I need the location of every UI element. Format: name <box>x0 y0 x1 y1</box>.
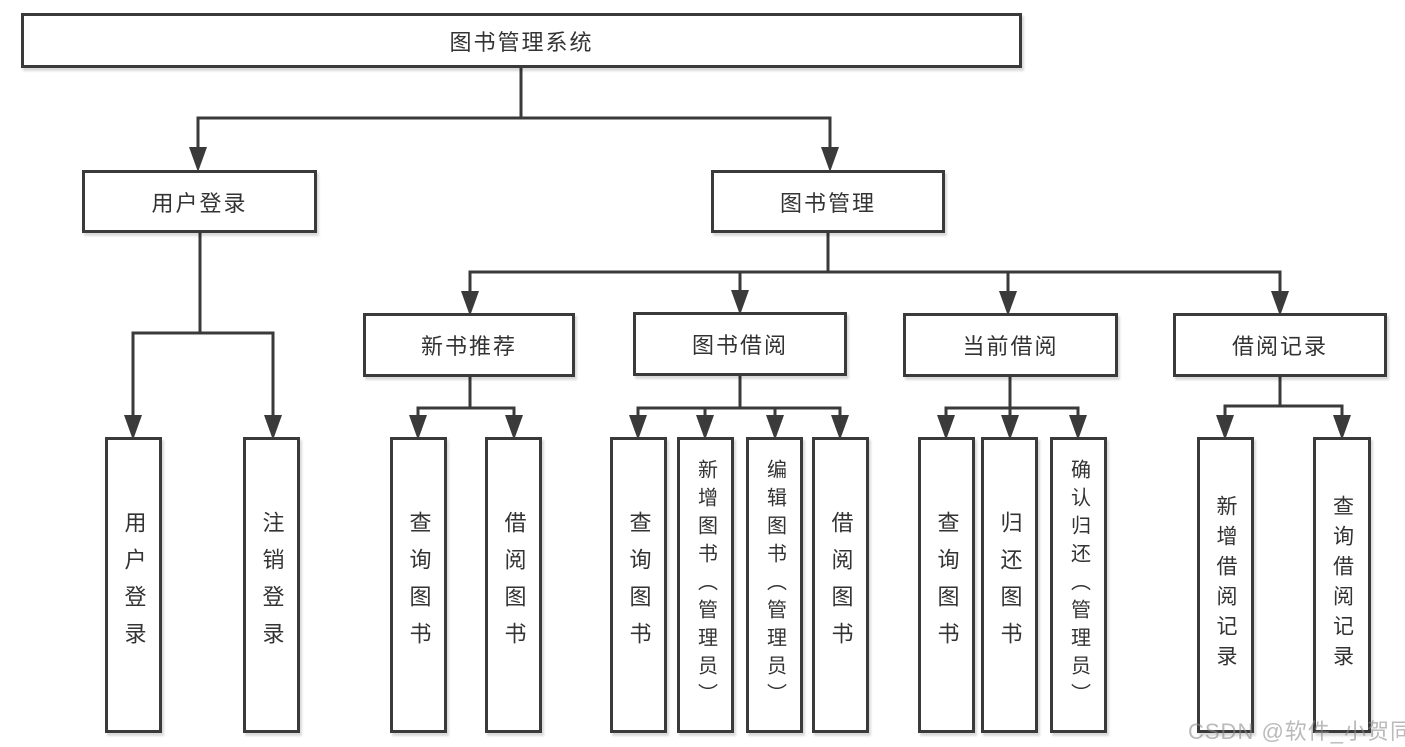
leaf-return-book: 归还图书 <box>981 437 1038 733</box>
node-book-borrowing: 图书借阅 <box>633 312 847 376</box>
leaf-label: 借阅图书 <box>501 511 527 659</box>
connector-line-group <box>131 68 1344 418</box>
arrowhead-icon <box>264 415 282 440</box>
csdn-watermark: CSDN @软件_小贺同学 <box>1188 719 1405 744</box>
leaf-label: 编辑图书（管理员） <box>763 459 786 711</box>
arrowhead-icon <box>505 415 523 440</box>
leaf-borrow-books-newbook: 借阅图书 <box>485 437 542 733</box>
arrowhead-icon <box>124 415 142 440</box>
arrowhead-icon <box>461 291 479 316</box>
arrowhead-icon <box>1333 415 1351 440</box>
node-label: 新书推荐 <box>420 334 517 359</box>
leaf-label: 借阅图书 <box>828 511 854 659</box>
arrowhead-icon <box>1069 415 1087 440</box>
leaf-label: 归还图书 <box>997 511 1023 659</box>
leaf-label: 注销登录 <box>259 511 285 659</box>
leaf-query-books-borrowing: 查询图书 <box>610 437 667 733</box>
node-label: 借阅记录 <box>1231 334 1328 359</box>
leaf-query-books-newbook: 查询图书 <box>390 437 447 733</box>
node-user-login-branch: 用户登录 <box>82 170 317 233</box>
leaf-label: 查询图书 <box>406 511 432 659</box>
leaf-label: 用户登录 <box>121 511 147 659</box>
leaf-borrow-books-borrowing: 借阅图书 <box>812 437 869 733</box>
connector-current-to-leaves <box>944 377 1080 418</box>
leaf-user-login: 用户登录 <box>105 437 162 733</box>
node-label: 图书管理系统 <box>449 29 594 55</box>
node-label: 图书管理 <box>779 190 876 216</box>
arrowhead-icon <box>409 415 427 440</box>
node-borrowing-records: 借阅记录 <box>1173 313 1387 377</box>
arrowhead-icon <box>629 415 647 440</box>
leaf-query-borrow-record: 查询借阅记录 <box>1313 437 1371 733</box>
node-book-management: 图书管理 <box>711 170 945 233</box>
node-new-book-recommendation: 新书推荐 <box>363 313 575 377</box>
connector-newbook-to-leaves <box>416 377 516 418</box>
arrowhead-icon <box>937 415 955 440</box>
arrowhead-icon <box>189 147 207 172</box>
arrowhead-icon <box>999 291 1017 316</box>
leaf-query-books-current: 查询图书 <box>918 437 975 733</box>
connector-records-to-leaves <box>1223 377 1344 418</box>
arrowhead-icon <box>731 290 749 315</box>
leaf-label: 确认归还（管理员） <box>1067 459 1090 711</box>
connector-login-to-leaves <box>131 233 275 418</box>
connector-bookmgmt-to-level3 <box>468 233 1282 294</box>
leaf-label: 查询图书 <box>934 511 960 659</box>
arrowhead-group <box>124 147 1351 440</box>
arrowhead-icon <box>831 415 849 440</box>
arrowhead-icon <box>766 415 784 440</box>
node-label: 图书借阅 <box>691 333 788 358</box>
leaf-add-book-admin: 新增图书（管理员） <box>677 437 734 733</box>
leaf-add-borrow-record: 新增借阅记录 <box>1197 437 1254 733</box>
connector-root-to-level2 <box>196 68 832 150</box>
leaf-label: 查询图书 <box>626 511 652 659</box>
arrowhead-icon <box>1271 291 1289 316</box>
leaf-confirm-return-admin: 确认归还（管理员） <box>1050 437 1107 733</box>
leaf-label: 新增图书（管理员） <box>694 459 717 711</box>
arrowhead-icon <box>1216 415 1234 440</box>
leaf-label: 新增借阅记录 <box>1214 495 1237 675</box>
leaf-label: 查询借阅记录 <box>1330 495 1354 675</box>
arrowhead-icon <box>1001 415 1019 440</box>
arrowhead-icon <box>696 415 714 440</box>
node-current-borrowing: 当前借阅 <box>903 313 1118 377</box>
node-label: 当前借阅 <box>962 334 1059 359</box>
node-library-management-system: 图书管理系统 <box>21 13 1022 68</box>
leaf-edit-book-admin: 编辑图书（管理员） <box>746 437 803 733</box>
leaf-logout: 注销登录 <box>243 437 300 733</box>
node-label: 用户登录 <box>151 190 248 216</box>
arrowhead-icon <box>821 147 839 172</box>
connector-borrowing-to-leaves <box>636 376 842 418</box>
